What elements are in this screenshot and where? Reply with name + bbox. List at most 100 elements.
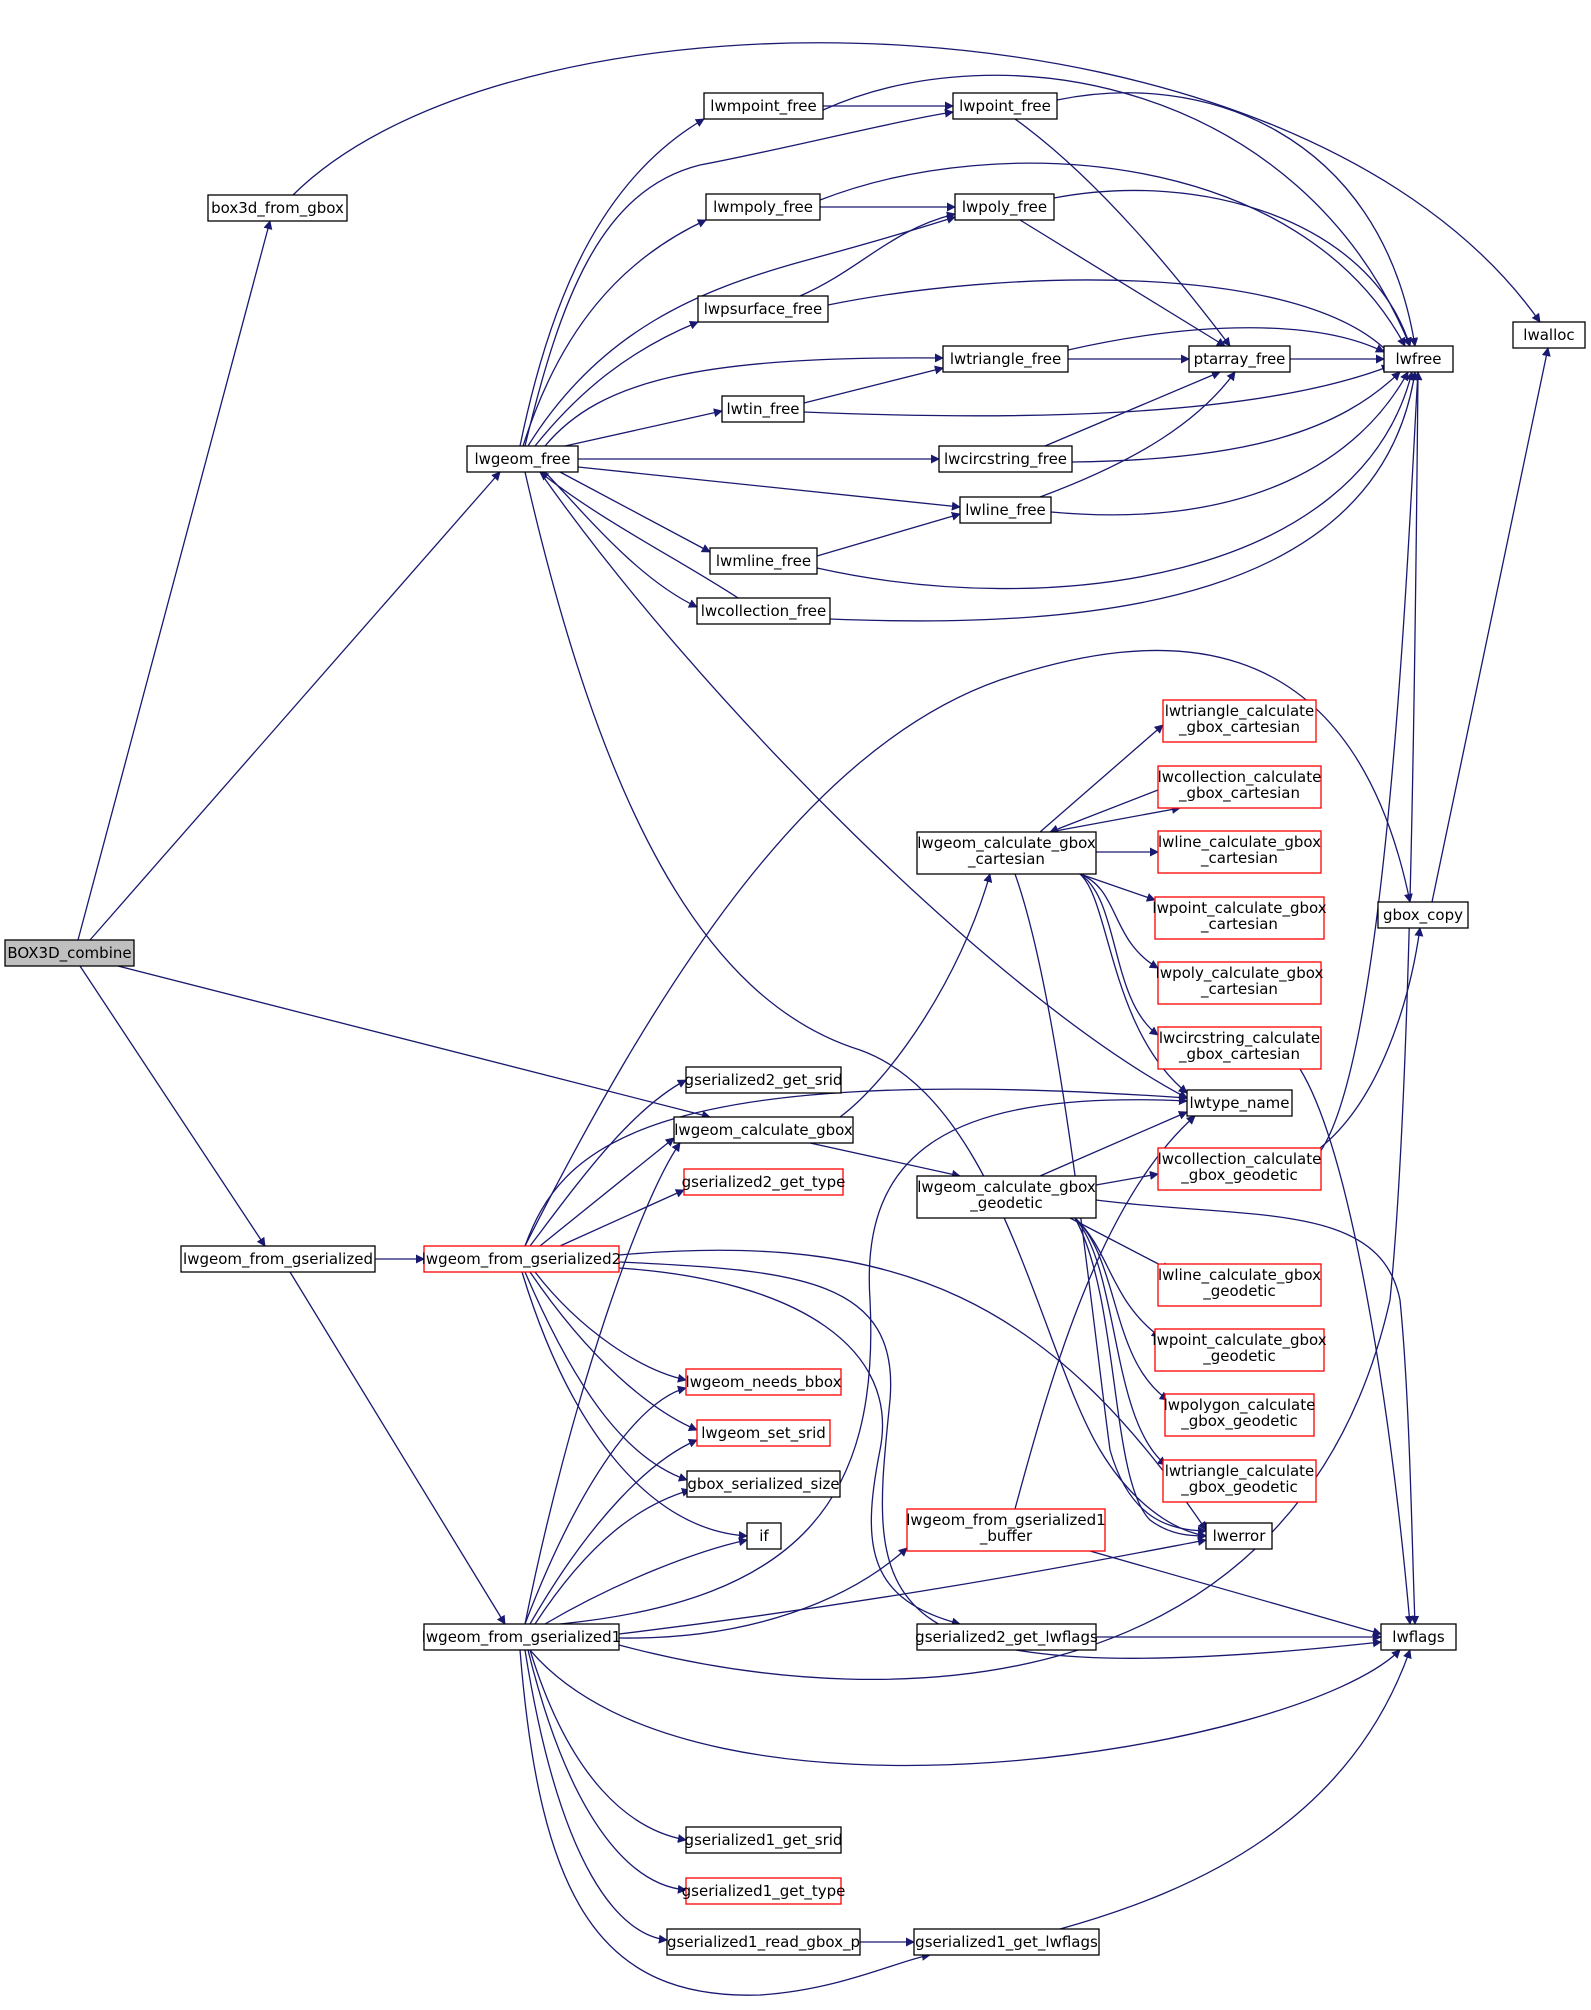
node-lwgeom-from-gserialized[interactable]: lwgeom_from_gserialized (180, 1245, 376, 1273)
node-box (696, 1419, 831, 1447)
node-label: _geodetic (969, 1194, 1042, 1213)
node-box (683, 1168, 844, 1196)
node-gserialized1-get-lwflags[interactable]: gserialized1_get_lwflags (913, 1928, 1100, 1956)
edge-lwgeom_from_gserialized1-to-if (544, 1537, 748, 1625)
node-lwpolygon-calculate-gbox-geodetic[interactable]: lwpolygon_calculate_gbox_geodetic (1164, 1393, 1316, 1437)
node-box (686, 1470, 841, 1498)
node-lwpoint-calculate-gbox-geodetic[interactable]: lwpoint_calculate_gbox_geodetic (1152, 1328, 1327, 1372)
node-lwtriangle-calculate-gbox-cartesian[interactable]: lwtriangle_calculate_gbox_cartesian (1162, 699, 1317, 743)
edge-lwgeom_calculate_gbox_cartesian-to-lwpoint_calculate_gbox_cartesian (1079, 873, 1156, 902)
node-label: lwline_free (965, 501, 1046, 520)
edge-lwgeom_calculate_gbox_geodetic-to-lwtriangle_calculate_gbox_geodetic (1074, 1217, 1167, 1466)
node-lwgeom-free[interactable]: lwgeom_free (466, 445, 579, 473)
node-lwmline-free[interactable]: lwmline_free (709, 547, 818, 575)
node-lwline-calculate-gbox-geodetic[interactable]: lwline_calculate_gbox_geodetic (1157, 1263, 1322, 1307)
edge-lwgeom_from_gserialized1-to-lwgeom_from_gserialized1_buffer (618, 1547, 908, 1639)
node-lwpoly-calculate-gbox-cartesian[interactable]: lwpoly_calculate_gbox_cartesian (1156, 961, 1324, 1005)
node-gserialized1-get-type[interactable]: gserialized1_get_type (682, 1877, 846, 1905)
node-box (709, 547, 818, 575)
node-lwmpoly-free[interactable]: lwmpoly_free (705, 193, 821, 221)
edge-lwgeom_from_gserialized1-to-lwflags (529, 1649, 1401, 1767)
node-label: lwcollection_free (701, 602, 826, 621)
node-box (1205, 1522, 1273, 1550)
node-lwmpoint-free[interactable]: lwmpoint_free (703, 92, 824, 120)
edge-path (799, 211, 956, 297)
node-box (1164, 1393, 1315, 1437)
node-lwtriangle-calculate-gbox-geodetic[interactable]: lwtriangle_calculate_gbox_geodetic (1162, 1459, 1317, 1503)
node-gbox-copy[interactable]: gbox_copy (1377, 901, 1469, 929)
node-box3d-from-gbox[interactable]: box3d_from_gbox (207, 194, 348, 222)
edge-lwgeom_from_gserialized1-to-gserialized1_get_type (527, 1649, 687, 1894)
node-ptarray-free[interactable]: ptarray_free (1188, 345, 1291, 373)
node-label: _cartesian (967, 850, 1045, 869)
node-lwcollection-calculate-gbox-cartesian[interactable]: lwcollection_calculate_gbox_cartesian (1157, 765, 1322, 809)
node-lwgeom-needs-bbox[interactable]: lwgeom_needs_bbox (685, 1368, 842, 1396)
node-gserialized2-get-type[interactable]: gserialized2_get_type (682, 1168, 846, 1196)
node-gserialized2-get-lwflags[interactable]: gserialized2_get_lwflags (915, 1623, 1098, 1651)
node-lwtin-free[interactable]: lwtin_free (721, 395, 805, 423)
node-label: lwgeom_calculate_gbox (917, 834, 1096, 853)
node-lwgeom-calculate-gbox-geodetic[interactable]: lwgeom_calculate_gbox_geodetic (916, 1175, 1097, 1219)
node-gserialized1-get-srid[interactable]: gserialized1_get_srid (685, 1826, 843, 1854)
node-box3d-combine[interactable]: BOX3D_combine (4, 939, 135, 967)
edge-lwgeom_calculate_gbox_geodetic-to-lwtype_name (1039, 1111, 1188, 1177)
node-box (697, 295, 829, 323)
edge-lwgeom_calculate_gbox_cartesian-to-lwpoly_calculate_gbox_cartesian (1079, 873, 1159, 969)
node-gserialized1-read-gbox-p[interactable]: gserialized1_read_gbox_p (666, 1928, 861, 1956)
node-lwflags[interactable]: lwflags (1380, 1623, 1457, 1651)
node-gserialized2-get-srid[interactable]: gserialized2_get_srid (685, 1066, 843, 1094)
node-lwcircstring-calculate-gbox-cartesian[interactable]: lwcircstring_calculate_gbox_cartesian (1157, 1026, 1322, 1070)
node-if[interactable]: if (746, 1522, 782, 1550)
node-label: lwpolygon_calculate (1164, 1396, 1316, 1415)
node-lwpoint-free[interactable]: lwpoint_free (952, 92, 1058, 120)
edge-lwgeom_from_gserialized1-to-gserialized1_read_gbox_p (524, 1649, 668, 1944)
edge-lwpoly_free-to-lwfree (1053, 189, 1412, 347)
node-gbox-serialized-size[interactable]: gbox_serialized_size (686, 1470, 841, 1498)
node-lwpoly-free[interactable]: lwpoly_free (954, 193, 1055, 221)
edge-gbox_copy-to-lwalloc (1431, 347, 1551, 903)
node-lwgeom-set-srid[interactable]: lwgeom_set_srid (696, 1419, 831, 1447)
edge-box3d_combine-to-box3d_from_gbox (77, 220, 273, 941)
node-lwline-calculate-gbox-cartesian[interactable]: lwline_calculate_gbox_cartesian (1157, 830, 1322, 874)
node-lwline-free[interactable]: lwline_free (959, 496, 1052, 524)
edge-path (1049, 789, 1159, 834)
node-label: gserialized1_get_lwflags (915, 1933, 1098, 1952)
edge-lwgeom_from_gserialized2-to-lwtype_name (524, 1088, 1188, 1247)
node-lwerror[interactable]: lwerror (1205, 1522, 1273, 1550)
node-label: box3d_from_gbox (211, 199, 344, 218)
edge-lwgeom_from_gserialized2-to-lwflags (618, 1261, 1382, 1659)
node-label: lwtriangle_free (950, 350, 1061, 369)
node-lwgeom-calculate-gbox-cartesian[interactable]: lwgeom_calculate_gbox_cartesian (916, 831, 1097, 875)
edge-lwcollection_calculate_gbox_geodetic-to-lwfree (1319, 371, 1422, 1153)
node-lwcollection-calculate-gbox-geodetic[interactable]: lwcollection_calculate_gbox_geodetic (1157, 1147, 1322, 1191)
node-label: lwgeom_from_gserialized2 (422, 1250, 621, 1269)
node-lwtype-name[interactable]: lwtype_name (1186, 1089, 1293, 1117)
edge-path (1319, 371, 1422, 1153)
node-lwgeom-calculate-gbox[interactable]: lwgeom_calculate_gbox (673, 1116, 854, 1144)
edge-path (1039, 371, 1236, 498)
node-lwgeom-from-gserialized2[interactable]: lwgeom_from_gserialized2 (422, 1245, 621, 1273)
edge-lwgeom_calculate_gbox_geodetic-to-lwcollection_calculate_gbox_geodetic (1095, 1170, 1159, 1186)
node-box (1154, 1328, 1325, 1372)
edge-path (1071, 371, 1401, 463)
edge-path (524, 108, 954, 447)
node-label: lwtype_name (1190, 1094, 1290, 1113)
node-lwgeom-from-gserialized1-buffer[interactable]: lwgeom_from_gserialized1_buffer (906, 1508, 1106, 1552)
edge-path (524, 1088, 1188, 1247)
node-lwfree[interactable]: lwfree (1383, 345, 1454, 373)
node-label: _cartesian (1200, 915, 1278, 934)
node-box (954, 193, 1055, 221)
node-label: lwpoint_calculate_gbox (1152, 899, 1326, 918)
node-label: _geodetic (1202, 1282, 1275, 1301)
node-lwpsurface-free[interactable]: lwpsurface_free (697, 295, 829, 323)
edge-path (1089, 1550, 1382, 1637)
edge-path (544, 353, 944, 447)
edge-lwpsurface_free-to-lwpoly_free (799, 211, 956, 297)
node-lwcollection-free[interactable]: lwcollection_free (696, 597, 831, 625)
node-lwcircstring-free[interactable]: lwcircstring_free (938, 445, 1073, 473)
node-lwtriangle-free[interactable]: lwtriangle_free (942, 345, 1069, 373)
edge-lwcollection_free-to-lwgeom_free (539, 471, 739, 599)
node-lwpoint-calculate-gbox-cartesian[interactable]: lwpoint_calculate_gbox_cartesian (1152, 896, 1327, 940)
node-lwgeom-from-gserialized1[interactable]: lwgeom_from_gserialized1 (422, 1623, 621, 1651)
node-lwalloc[interactable]: lwalloc (1512, 321, 1586, 349)
